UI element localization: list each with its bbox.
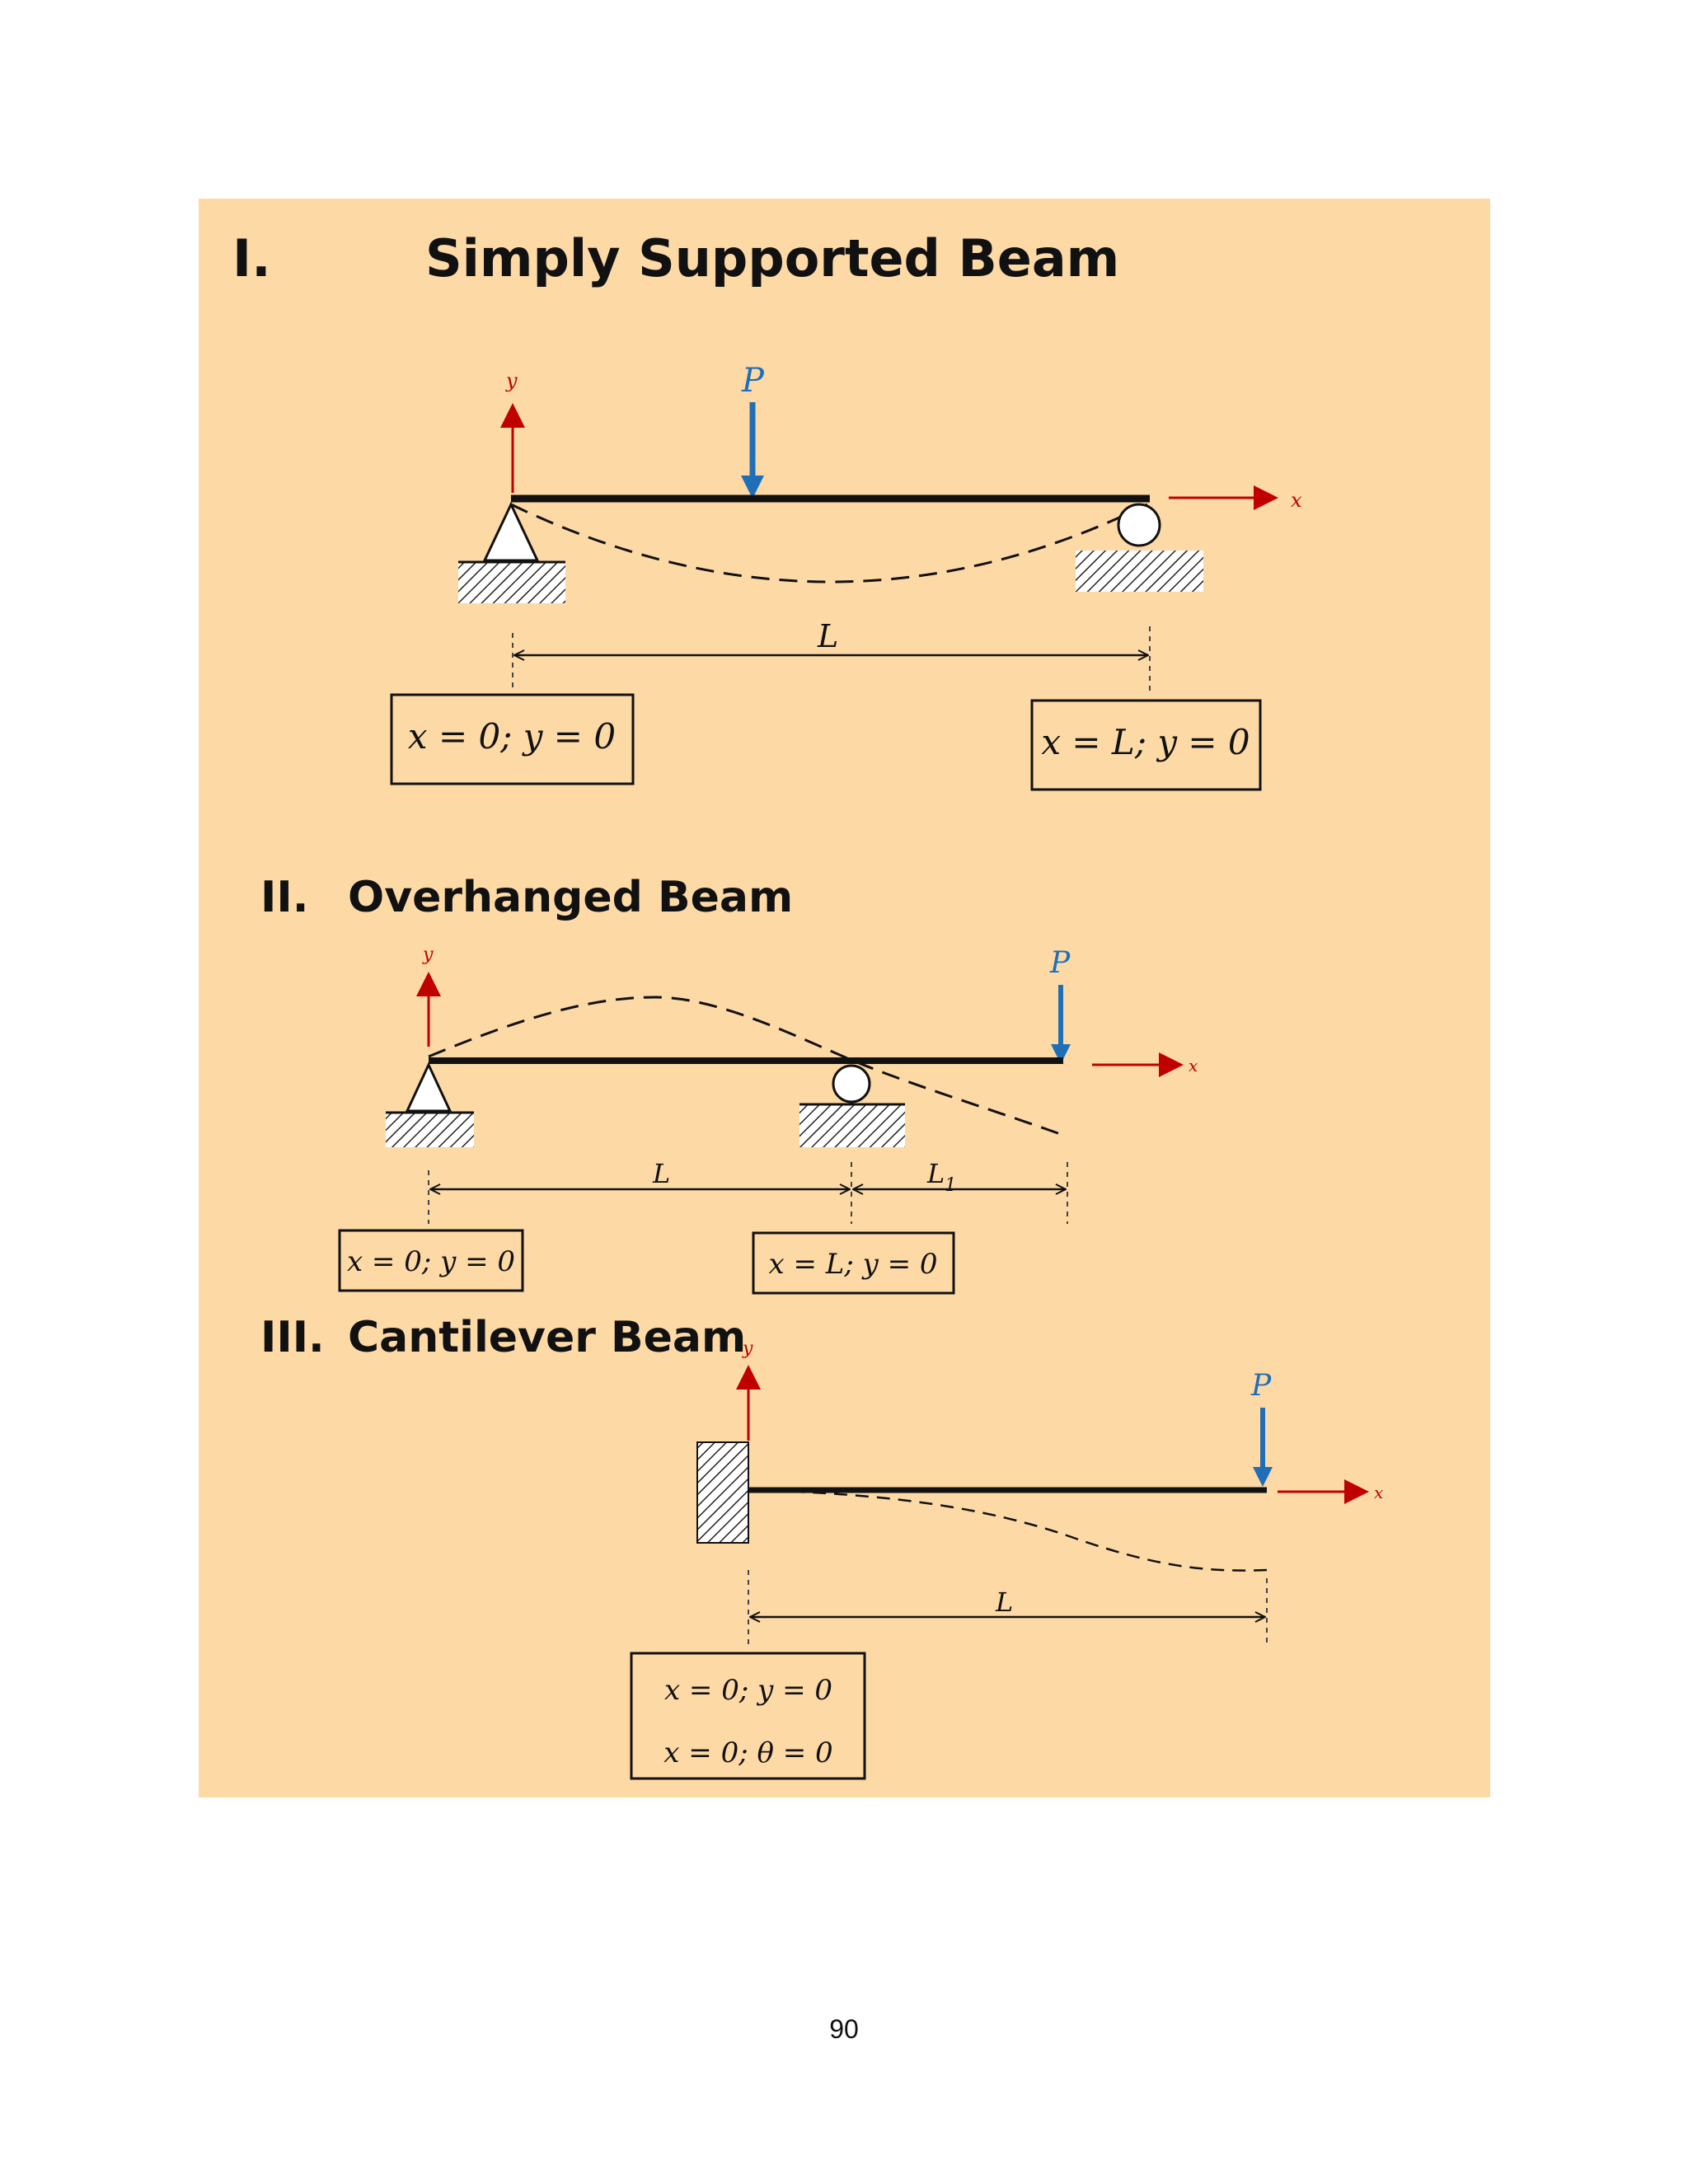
x-axis-label: x: [1291, 489, 1302, 512]
deflection-curve: [510, 503, 1148, 583]
condition-box: [1030, 699, 1262, 791]
section-overhanged: II. Overhanged Beam y P x L L1 x =: [260, 873, 1198, 1295]
diagram-panel: [199, 199, 1490, 1797]
section-numeral: III.: [260, 1313, 325, 1362]
page-number: 90: [829, 2014, 859, 2044]
condition-box: [752, 1231, 955, 1295]
left-condition: x = 0; y = 0: [347, 1245, 515, 1278]
roller-support: [832, 1064, 871, 1104]
condition-2: x = 0; θ = 0: [663, 1736, 832, 1769]
ground-hatch: [458, 562, 565, 603]
y-axis-label: y: [505, 369, 518, 392]
load-label: P: [1250, 1369, 1272, 1403]
ground-hatch: [386, 1113, 474, 1147]
ground-hatch: [1076, 551, 1203, 592]
span-label: L: [995, 1586, 1013, 1618]
left-condition: x = 0; y = 0: [408, 716, 616, 757]
x-axis-label: x: [1189, 1056, 1198, 1076]
section-title: Simply Supported Beam: [425, 228, 1119, 288]
load-label: P: [1049, 946, 1071, 980]
deflection-curve: [428, 996, 1066, 1137]
span-label: L: [817, 618, 838, 654]
section-title: Overhanged Beam: [348, 873, 793, 922]
x-axis-label: x: [1374, 1483, 1383, 1502]
section-title: Cantilever Beam: [348, 1313, 746, 1362]
ground-hatch: [799, 1104, 905, 1147]
fixed-support: [696, 1441, 749, 1544]
section-simply-supported: I. Simply Supported Beam y P x L x = 0; …: [232, 228, 1302, 791]
section-cantilever: III. Cantilever Beam y P x L x = 0; y = …: [260, 1313, 1383, 1780]
load-label: P: [741, 362, 765, 400]
right-condition: x = L; y = 0: [768, 1248, 937, 1281]
condition-box: [630, 1652, 866, 1780]
y-axis-label: y: [422, 944, 434, 965]
pin-support: [482, 501, 540, 562]
condition-box: [390, 693, 635, 785]
pin-support: [405, 1062, 452, 1113]
overhang-label: L1: [926, 1158, 956, 1196]
section-numeral: I.: [232, 228, 271, 288]
y-axis-label: y: [742, 1338, 753, 1359]
span-label: L: [652, 1158, 670, 1189]
condition-box: [338, 1229, 524, 1292]
condition-1: x = 0; y = 0: [664, 1674, 832, 1707]
section-numeral: II.: [260, 873, 308, 922]
right-condition: x = L; y = 0: [1041, 722, 1250, 762]
deflection-curve: [748, 1488, 1268, 1572]
roller-support: [1117, 503, 1161, 547]
